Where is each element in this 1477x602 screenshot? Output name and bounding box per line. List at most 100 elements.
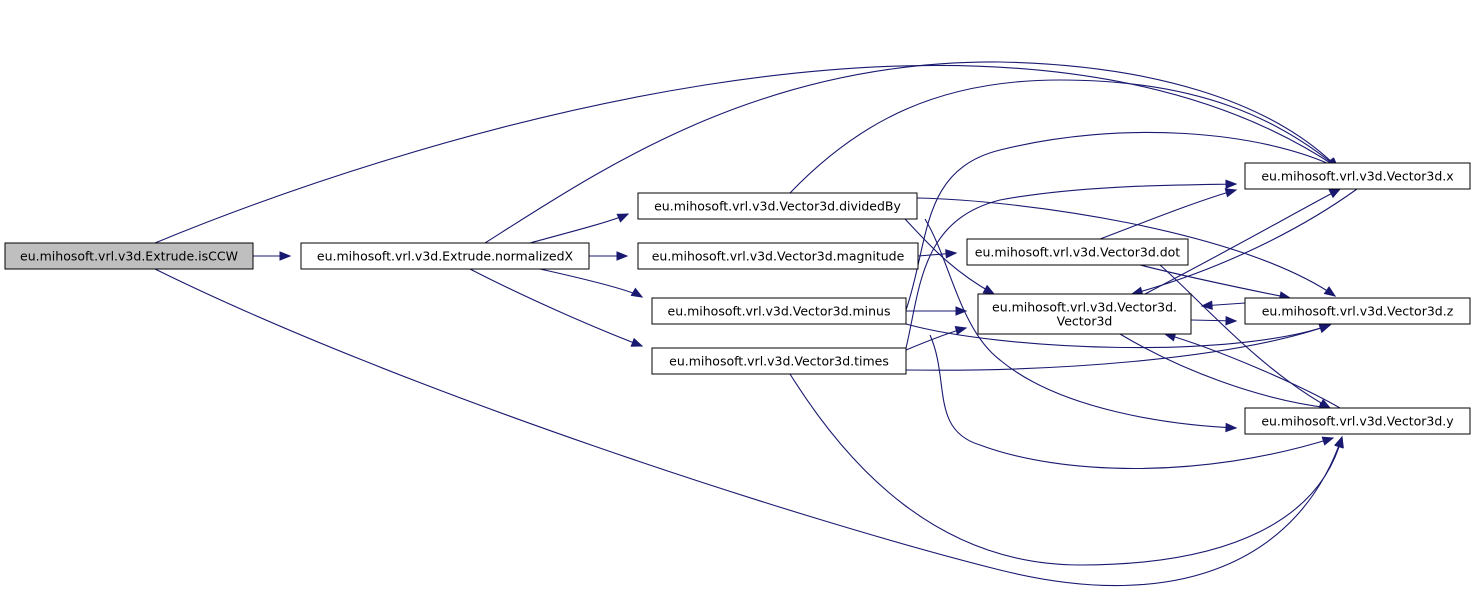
node-box bbox=[1244, 162, 1471, 190]
arrowhead bbox=[616, 213, 630, 223]
arrowhead bbox=[1321, 436, 1335, 446]
edge-z-to-ctor bbox=[1200, 300, 1246, 310]
arrowhead bbox=[945, 249, 958, 259]
arrowhead bbox=[616, 251, 629, 261]
node-label: eu.mihosoft.vrl.v3d.Extrude.normalizedX bbox=[317, 249, 574, 264]
node-isCCW[interactable]: eu.mihosoft.vrl.v3d.Extrude.isCCW bbox=[4, 242, 254, 270]
edge-dot-to-x bbox=[1099, 188, 1238, 240]
edge-times-to-y bbox=[789, 373, 1344, 566]
edge-line bbox=[1099, 189, 1237, 240]
edge-line bbox=[1144, 188, 1341, 295]
node-box bbox=[637, 242, 919, 270]
node-x[interactable]: eu.mihosoft.vrl.v3d.Vector3d.x bbox=[1244, 162, 1471, 190]
arrowhead bbox=[955, 306, 968, 316]
edge-normalizedX-to-minus bbox=[539, 268, 644, 298]
edge-magnitude-to-dot bbox=[917, 249, 958, 259]
node-label: eu.mihosoft.vrl.v3d.Vector3d. bbox=[992, 300, 1177, 315]
arrowhead bbox=[279, 251, 292, 261]
edge-dividedBy-to-y bbox=[924, 218, 1238, 433]
edge-normalizedX-to-dividedBy bbox=[529, 213, 630, 244]
edge-line bbox=[154, 268, 1343, 587]
edge-line bbox=[905, 131, 1339, 311]
arrowhead bbox=[1200, 300, 1213, 310]
edge-line bbox=[1119, 333, 1331, 409]
node-label: eu.mihosoft.vrl.v3d.Vector3d.x bbox=[1261, 169, 1453, 184]
node-box bbox=[4, 242, 254, 270]
node-box bbox=[966, 238, 1189, 266]
arrowhead bbox=[1323, 286, 1337, 297]
node-label: eu.mihosoft.vrl.v3d.Vector3d.times bbox=[669, 354, 889, 369]
edge-normalizedX-to-magnitude bbox=[589, 251, 629, 261]
node-box bbox=[300, 242, 590, 270]
edge-line bbox=[484, 61, 1339, 244]
arrowhead bbox=[1334, 435, 1344, 449]
node-normalizedX[interactable]: eu.mihosoft.vrl.v3d.Extrude.normalizedX bbox=[300, 242, 590, 270]
edge-ctor-to-x bbox=[1144, 188, 1342, 295]
edge-ctor-to-z bbox=[1190, 316, 1238, 326]
node-box bbox=[637, 192, 918, 220]
edge-line bbox=[1131, 188, 1358, 295]
node-dot[interactable]: eu.mihosoft.vrl.v3d.Vector3d.dot bbox=[966, 238, 1189, 266]
node-dividedBy[interactable]: eu.mihosoft.vrl.v3d.Vector3d.dividedBy bbox=[637, 192, 918, 220]
node-label: eu.mihosoft.vrl.v3d.Vector3d.dividedBy bbox=[654, 199, 901, 214]
node-minus[interactable]: eu.mihosoft.vrl.v3d.Vector3d.minus bbox=[651, 297, 907, 325]
node-box bbox=[977, 293, 1192, 335]
edge-line bbox=[904, 218, 995, 295]
edge-y-to-ctor bbox=[1163, 332, 1341, 409]
edge-line bbox=[529, 213, 629, 244]
edge-line bbox=[154, 64, 1339, 244]
edge-dividedBy-to-ctor bbox=[904, 218, 996, 295]
arrowhead bbox=[1224, 188, 1238, 198]
edge-line bbox=[929, 334, 1334, 470]
edge-line bbox=[469, 268, 643, 347]
node-box bbox=[1244, 297, 1471, 325]
node-label: eu.mihosoft.vrl.v3d.Extrude.isCCW bbox=[20, 249, 238, 264]
edge-line bbox=[1139, 264, 1291, 299]
edge-dividedBy-to-z bbox=[916, 197, 1337, 297]
arrowhead bbox=[982, 284, 996, 295]
edge-line bbox=[905, 323, 1331, 349]
edge-dot-to-y bbox=[1159, 264, 1332, 409]
node-box bbox=[1244, 407, 1471, 435]
edge-line bbox=[789, 79, 1339, 194]
arrowhead bbox=[1328, 188, 1342, 199]
arrowhead bbox=[1225, 316, 1238, 326]
edge-minus-to-y bbox=[929, 334, 1335, 470]
edge-times-to-z bbox=[905, 323, 1332, 371]
node-label: eu.mihosoft.vrl.v3d.Vector3d.z bbox=[1262, 304, 1454, 319]
node-label: Vector3d bbox=[1057, 314, 1113, 329]
node-magnitude[interactable]: eu.mihosoft.vrl.v3d.Vector3d.magnitude bbox=[637, 242, 919, 270]
edges bbox=[154, 61, 1358, 587]
node-box bbox=[651, 347, 907, 375]
node-y[interactable]: eu.mihosoft.vrl.v3d.Vector3d.y bbox=[1244, 407, 1471, 435]
node-label: eu.mihosoft.vrl.v3d.Vector3d.minus bbox=[668, 304, 891, 319]
arrowhead bbox=[1225, 422, 1238, 433]
node-times[interactable]: eu.mihosoft.vrl.v3d.Vector3d.times bbox=[651, 347, 907, 375]
edge-line bbox=[539, 268, 643, 298]
edge-normalizedX-to-times bbox=[469, 268, 644, 347]
edge-isCCW-to-normalizedX bbox=[253, 251, 292, 261]
edge-line bbox=[905, 324, 1331, 371]
arrowhead bbox=[630, 287, 644, 298]
edge-ctor-to-y bbox=[1119, 333, 1332, 412]
edge-line bbox=[916, 197, 1336, 297]
edge-line bbox=[1159, 264, 1331, 409]
node-label: eu.mihosoft.vrl.v3d.Vector3d.dot bbox=[975, 245, 1181, 260]
node-ctor[interactable]: eu.mihosoft.vrl.v3d.Vector3d.Vector3d bbox=[977, 293, 1192, 335]
arrowhead bbox=[1318, 323, 1332, 333]
edge-times-to-ctor bbox=[905, 325, 968, 351]
edge-line bbox=[1164, 333, 1341, 409]
node-label: eu.mihosoft.vrl.v3d.Vector3d.magnitude bbox=[652, 249, 905, 264]
node-label: eu.mihosoft.vrl.v3d.Vector3d.y bbox=[1261, 414, 1454, 429]
arrowhead bbox=[954, 325, 968, 336]
nodes: eu.mihosoft.vrl.v3d.Extrude.isCCW eu.miho… bbox=[4, 162, 1471, 435]
edge-line bbox=[905, 183, 1237, 349]
edge-line bbox=[789, 373, 1343, 566]
node-z[interactable]: eu.mihosoft.vrl.v3d.Vector3d.z bbox=[1244, 297, 1471, 325]
arrowhead bbox=[630, 337, 644, 347]
arrowhead bbox=[1225, 179, 1238, 189]
node-box bbox=[651, 297, 907, 325]
edge-times-to-x bbox=[905, 179, 1238, 349]
edge-line bbox=[924, 218, 1237, 429]
